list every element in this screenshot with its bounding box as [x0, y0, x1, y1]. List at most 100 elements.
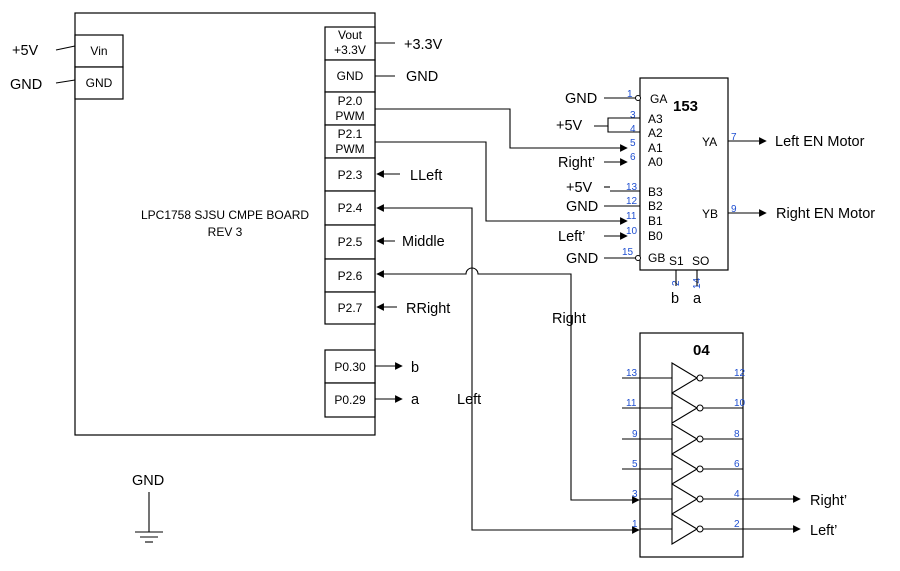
svg-text:P2.7: P2.7 [338, 301, 363, 315]
pin-p2-3: P2.3 [324, 157, 376, 192]
svg-text:YB: YB [702, 207, 718, 221]
inverter-gate-2 [622, 392, 743, 424]
svg-text:A0: A0 [648, 155, 663, 169]
pin-gnd-left: GND [74, 66, 124, 100]
inverter-gate-3 [622, 423, 743, 455]
inverter-gate-1 [622, 362, 743, 394]
svg-text:6: 6 [734, 459, 740, 470]
svg-text:3: 3 [630, 110, 636, 121]
svg-text:PWM: PWM [335, 142, 364, 156]
svg-text:8: 8 [734, 429, 740, 440]
svg-text:B0: B0 [648, 229, 663, 243]
inverter-gate-4 [622, 453, 743, 485]
svg-text:12: 12 [734, 368, 746, 379]
svg-text:3: 3 [632, 489, 638, 500]
svg-text:1: 1 [627, 89, 633, 100]
svg-text:A1: A1 [648, 141, 663, 155]
label-plus5v-board: +5V [12, 43, 39, 59]
mux-yb-output: Right EN Motor [776, 206, 875, 222]
svg-text:P2.0: P2.0 [338, 94, 363, 108]
mux-ya-output: Left EN Motor [775, 134, 865, 150]
inverter-gate-5 [640, 483, 743, 515]
label-lleft: LLeft [410, 168, 442, 184]
svg-text:12: 12 [626, 196, 638, 207]
pin-p2-7: P2.7 [324, 291, 376, 325]
inverter-gate-6 [640, 513, 743, 545]
inverter-right-prime-output: Right’ [810, 493, 847, 509]
label-b-board: b [411, 360, 419, 376]
mux-b0-input: Left’ [558, 229, 585, 245]
label-rright: RRight [406, 301, 450, 317]
inverter-04-chip: 04 13 11 9 5 3 1 12 10 8 6 4 2 [622, 332, 847, 558]
svg-text:6: 6 [630, 152, 636, 163]
svg-text:GND: GND [337, 69, 364, 83]
label-right-wire: Right [552, 311, 586, 327]
label-plus33v: +3.3V [404, 37, 443, 53]
inverter-title: 04 [693, 342, 710, 359]
board-connections: +5V GND +3.3V GND LLeft Middle RRight b … [10, 37, 640, 534]
svg-text:10: 10 [734, 398, 746, 409]
svg-text:Vout: Vout [338, 28, 363, 42]
svg-text:YA: YA [702, 135, 717, 149]
svg-text:11: 11 [626, 211, 637, 222]
svg-text:Vin: Vin [90, 44, 107, 58]
svg-text:13: 13 [626, 182, 638, 193]
svg-text:B3: B3 [648, 185, 663, 199]
svg-text:5: 5 [632, 459, 638, 470]
svg-text:SO: SO [692, 254, 709, 268]
mux-b3-input: +5V [566, 180, 593, 196]
svg-text:2: 2 [734, 519, 740, 530]
svg-text:A3: A3 [648, 112, 663, 126]
svg-text:7: 7 [731, 132, 737, 143]
pin-vin: Vin [74, 34, 124, 68]
label-left-wire: Left [457, 392, 481, 408]
svg-text:P0.29: P0.29 [334, 393, 366, 407]
mux-ga-input: GND [565, 91, 597, 107]
svg-text:GND: GND [86, 76, 113, 90]
svg-text:11: 11 [626, 398, 637, 409]
svg-text:10: 10 [626, 226, 638, 237]
mux-so-label: a [693, 291, 702, 307]
svg-text:GA: GA [650, 92, 667, 106]
svg-text:9: 9 [731, 204, 737, 215]
mux-s1-label: b [671, 291, 679, 307]
label-gnd-board-left: GND [10, 77, 42, 93]
mux-gb-input: GND [566, 251, 598, 267]
svg-text:+3.3V: +3.3V [334, 43, 366, 57]
svg-text:GB: GB [648, 251, 665, 265]
label-gnd-symbol: GND [132, 473, 164, 489]
mux-b2-input: GND [566, 199, 598, 215]
pin-p2-6: P2.6 [324, 258, 376, 293]
svg-text:4: 4 [630, 124, 636, 135]
svg-text:B1: B1 [648, 214, 663, 228]
lpc1758-board: LPC1758 SJSU CMPE BOARD REV 3 Vin GND Vo… [74, 12, 376, 436]
svg-text:P2.4: P2.4 [338, 201, 363, 215]
label-middle: Middle [402, 234, 445, 250]
svg-text:PWM: PWM [335, 109, 364, 123]
pin-gnd-right: GND [324, 59, 376, 93]
svg-text:S1: S1 [669, 254, 684, 268]
mux-a0-input: Right’ [558, 155, 595, 171]
svg-text:15: 15 [622, 247, 634, 258]
svg-text:A2: A2 [648, 126, 663, 140]
pin-vout: Vout +3.3V [324, 26, 376, 61]
svg-text:P0.30: P0.30 [334, 360, 366, 374]
mux-title: 153 [673, 98, 698, 115]
pin-p2-5: P2.5 [324, 224, 376, 260]
svg-text:4: 4 [734, 489, 740, 500]
svg-text:P2.5: P2.5 [338, 235, 363, 249]
svg-text:9: 9 [632, 429, 638, 440]
svg-text:B2: B2 [648, 199, 663, 213]
mux-a32-input: +5V [556, 118, 583, 134]
mux-153-chip: 153 GA A3 A2 A1 A0 B3 B2 B1 B0 GB S1 SO … [556, 77, 875, 307]
board-revision: REV 3 [208, 225, 243, 239]
svg-text:P2.6: P2.6 [338, 269, 363, 283]
pin-p2-0: P2.0 PWM [324, 91, 376, 126]
label-gnd-board-right: GND [406, 69, 438, 85]
pin-p2-4: P2.4 [324, 190, 376, 226]
pin-p0-29: P0.29 [324, 382, 376, 418]
svg-text:5: 5 [630, 138, 636, 149]
svg-text:13: 13 [626, 368, 638, 379]
board-title: LPC1758 SJSU CMPE BOARD [141, 208, 309, 222]
